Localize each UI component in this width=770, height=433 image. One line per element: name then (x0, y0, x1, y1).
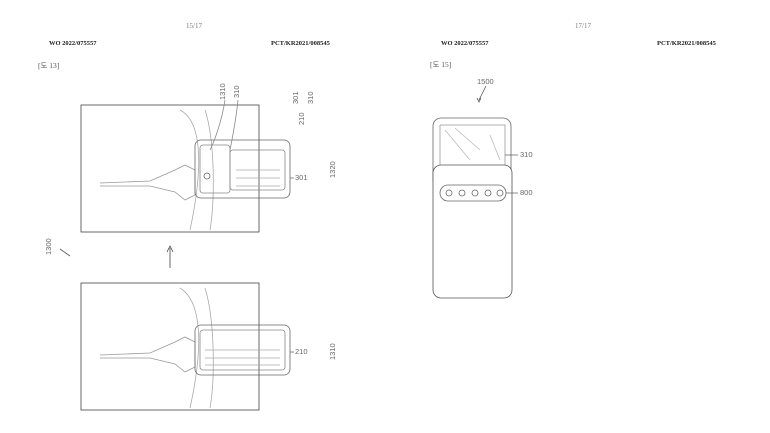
ref-label-210-brace: 210 (297, 112, 306, 125)
application-number-right: PCT/KR2021/008545 (657, 40, 716, 47)
figure-13-top-screen (80, 99, 291, 233)
figure-label-13: [도 13] (38, 61, 60, 70)
ref-label-1300: 1300 (44, 238, 53, 255)
page-number-right: 17/17 (575, 22, 591, 30)
figure-15-device (432, 117, 518, 299)
ref-label-1310-bottom: 1310 (328, 343, 337, 360)
publication-number-left: WO 2022/075557 (49, 40, 97, 47)
ref-label-301: 301 (295, 173, 308, 182)
leader-1500 (476, 85, 487, 103)
leader-1300 (59, 248, 71, 257)
ref-label-301-brace: 301 (291, 91, 300, 104)
ref-label-210-bottom: 210 (295, 347, 308, 356)
ref-label-1320: 1320 (328, 161, 337, 178)
ref-label-1310-top: 1310 (218, 83, 227, 100)
ref-label-310: 310 (520, 150, 533, 159)
figure-13-bottom-screen (80, 282, 291, 411)
publication-number-right: WO 2022/075557 (441, 40, 489, 47)
application-number-left: PCT/KR2021/008545 (271, 40, 330, 47)
page-number-left: 15/17 (186, 22, 202, 30)
ref-label-800: 800 (520, 188, 533, 197)
transition-arrow (166, 245, 174, 268)
ref-label-310-brace: 310 (306, 91, 315, 104)
ref-label-1500: 1500 (477, 77, 494, 86)
figure-label-15: [도 15] (430, 60, 452, 69)
ref-label-310-top: 310 (232, 85, 241, 98)
